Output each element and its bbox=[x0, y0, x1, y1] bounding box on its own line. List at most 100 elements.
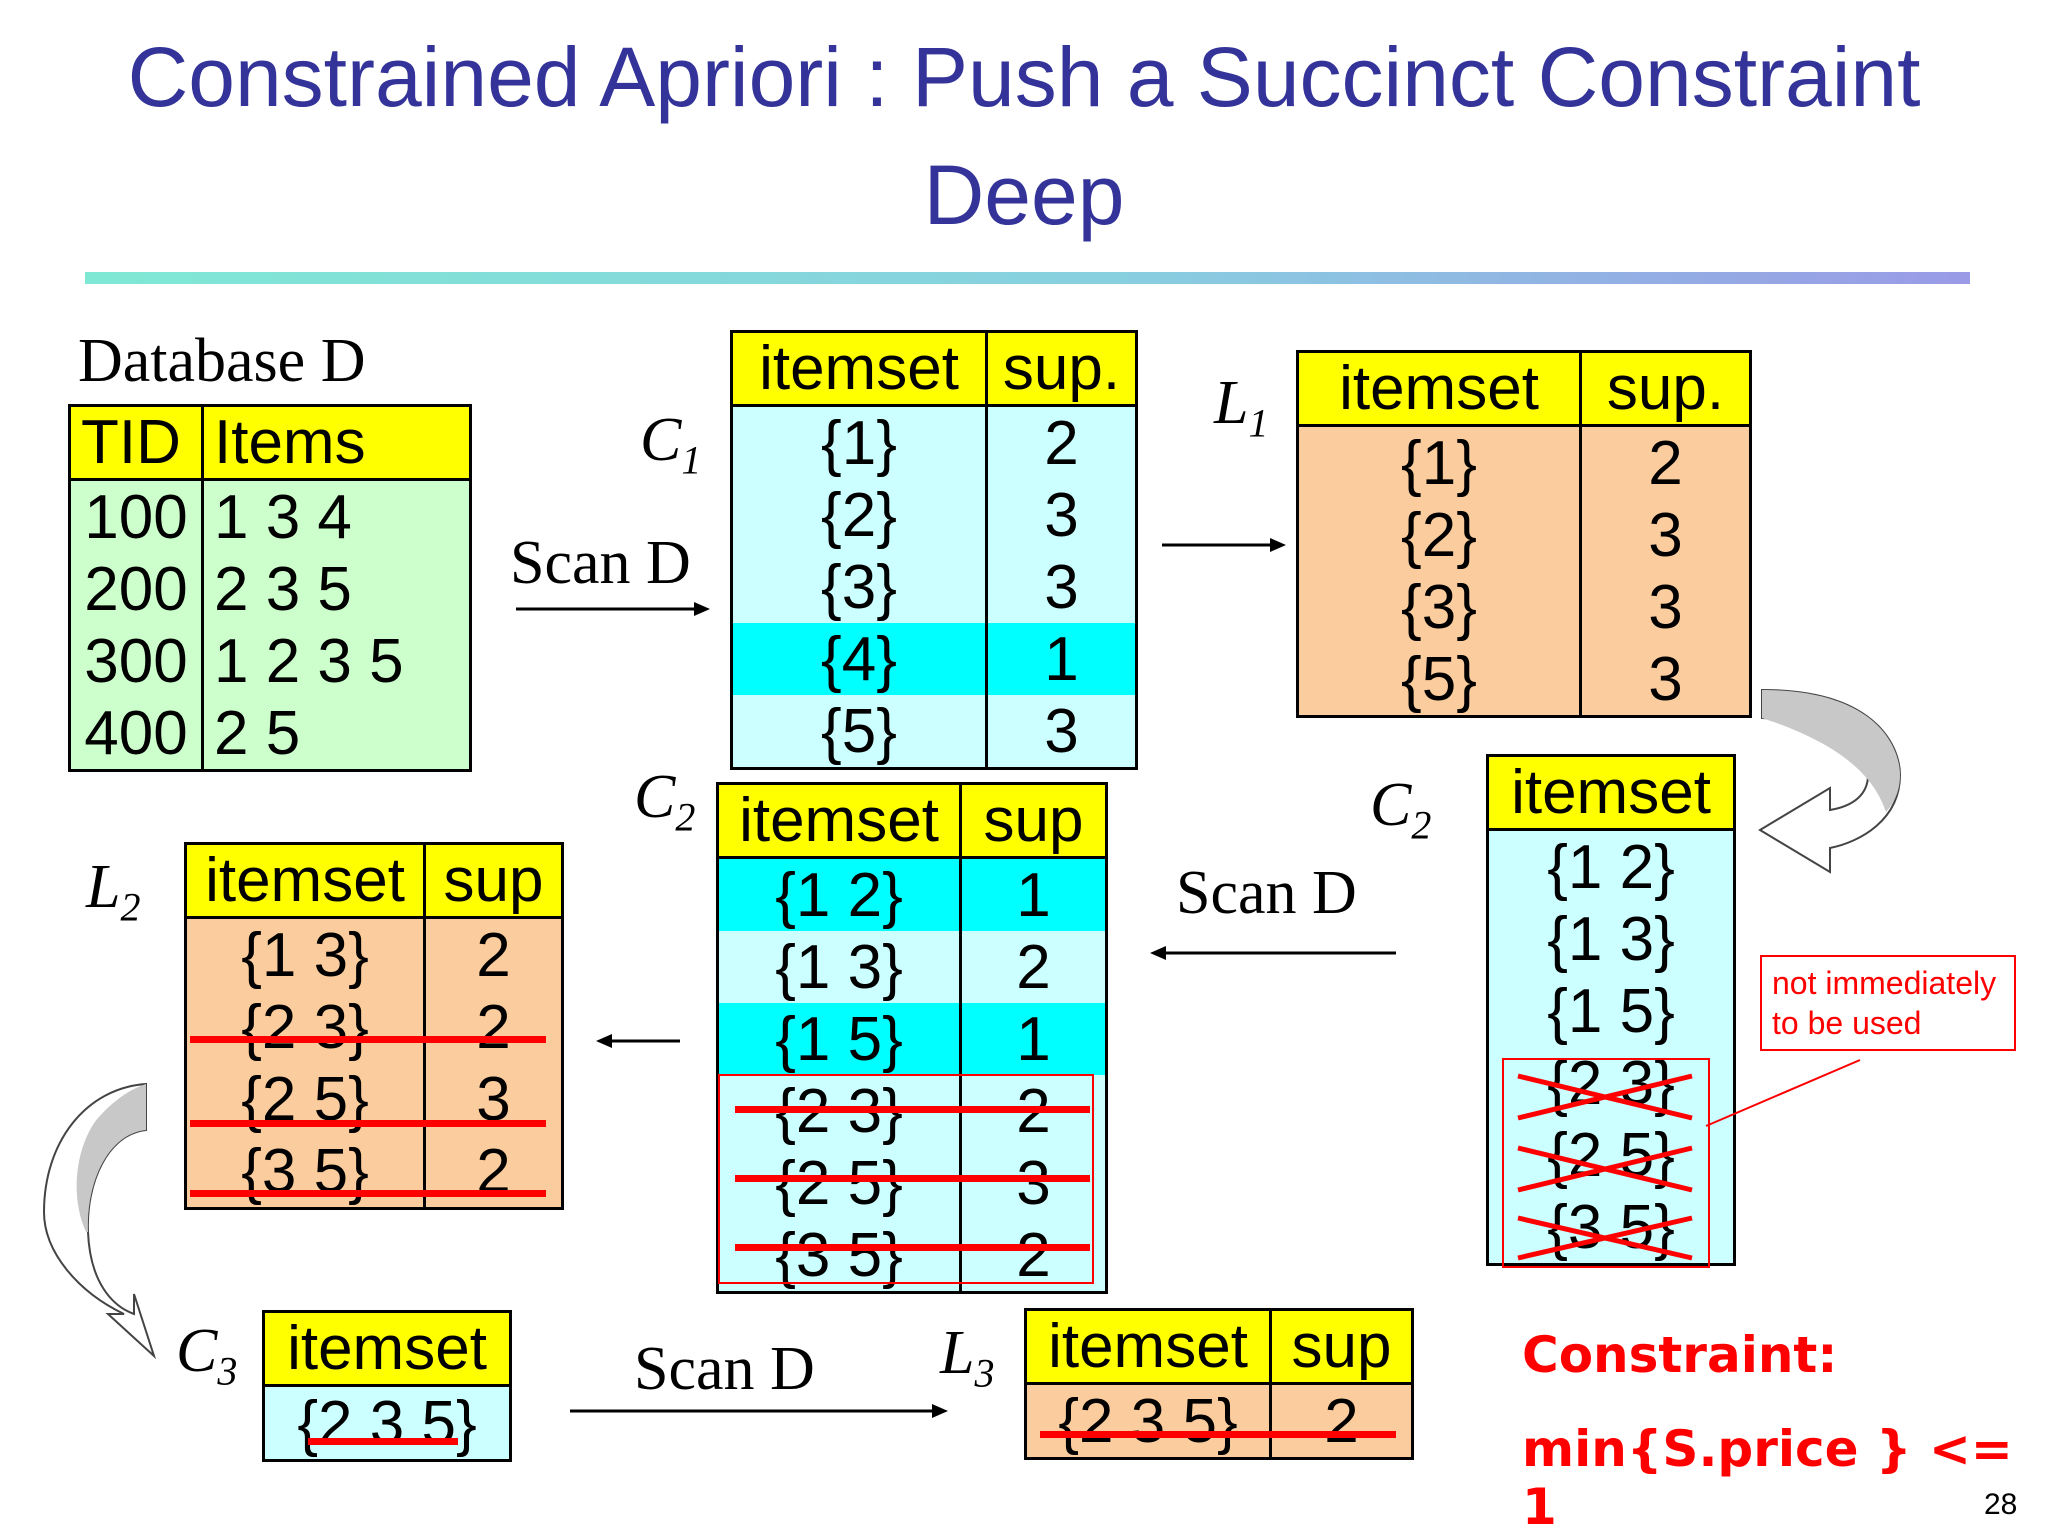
l1-header-itemset: itemset bbox=[1296, 350, 1582, 427]
table-row: 200 2 3 5 bbox=[68, 553, 472, 625]
strike-line bbox=[735, 1244, 1090, 1251]
table-row: {1 5} bbox=[1486, 975, 1736, 1047]
c1-header-sup: sup. bbox=[985, 330, 1138, 407]
table-row: {1 3}2 bbox=[184, 917, 564, 991]
support-cell: 3 bbox=[985, 551, 1138, 623]
db-header-items: Items bbox=[201, 404, 472, 481]
scan-label-1: Scan D bbox=[510, 529, 691, 597]
c2-mid-table: itemset sup {1 2}1 {1 3}2 {1 5}1 {2 3}2 … bbox=[716, 782, 1108, 1294]
itemset-cell: {2 3 5} bbox=[1024, 1383, 1272, 1460]
itemset-cell: {1 3} bbox=[184, 917, 426, 991]
support-cell: 3 bbox=[959, 1147, 1108, 1219]
itemset-cell: {5} bbox=[1296, 643, 1582, 718]
table-row: {1 3} bbox=[1486, 903, 1736, 975]
itemset-cell: {2 3 5} bbox=[262, 1385, 512, 1462]
callout-pointer bbox=[1705, 1059, 1861, 1127]
itemset-cell: {4} bbox=[730, 623, 988, 695]
support-cell: 1 bbox=[959, 857, 1108, 931]
strike-line bbox=[1040, 1431, 1396, 1438]
scan-label-2: Scan D bbox=[1176, 859, 1357, 927]
strike-line bbox=[190, 1036, 546, 1043]
c1-header-itemset: itemset bbox=[730, 330, 988, 407]
db-items: 2 5 bbox=[201, 697, 472, 772]
arrow-right-icon bbox=[1162, 538, 1286, 552]
db-items: 2 3 5 bbox=[201, 553, 472, 625]
title-line-2: Deep bbox=[923, 148, 1125, 242]
callout-note: not immediately to be used bbox=[1760, 955, 2016, 1051]
l2-header-itemset: itemset bbox=[184, 842, 426, 919]
itemset-cell: {1} bbox=[1296, 425, 1582, 499]
table-row: {5}3 bbox=[1296, 643, 1752, 718]
db-tid: 400 bbox=[68, 697, 204, 772]
db-items: 1 2 3 5 bbox=[201, 625, 472, 697]
c1-label: C1 bbox=[640, 406, 702, 483]
strike-line bbox=[308, 1438, 458, 1445]
l2-label: L2 bbox=[86, 853, 141, 930]
support-cell: 3 bbox=[1579, 571, 1752, 643]
itemset-cell: {1 5} bbox=[716, 1003, 962, 1075]
db-items: 1 3 4 bbox=[201, 479, 472, 553]
scan-label-3: Scan D bbox=[634, 1335, 815, 1403]
callout-line-1: not immediately bbox=[1772, 965, 1997, 1001]
c2-right-label: C2 bbox=[1370, 771, 1432, 848]
callout-line-2: to be used bbox=[1772, 1005, 1922, 1041]
itemset-cell: {2} bbox=[1296, 499, 1582, 571]
table-row-struck: {2 3 5}2 bbox=[1024, 1383, 1414, 1460]
support-cell: 2 bbox=[959, 931, 1108, 1003]
table-row: {2}3 bbox=[1296, 499, 1752, 571]
support-cell: 2 bbox=[1579, 425, 1752, 499]
arrow-left-icon bbox=[596, 1034, 680, 1048]
l3-label: L3 bbox=[940, 1319, 995, 1396]
table-row: 400 2 5 bbox=[68, 697, 472, 772]
support-cell: 2 bbox=[423, 917, 564, 991]
table-row-highlighted: {1 2}1 bbox=[716, 857, 1108, 931]
c2-mid-header-sup: sup bbox=[959, 782, 1108, 859]
table-row: {1}2 bbox=[730, 405, 1138, 479]
itemset-cell: {2 5} bbox=[716, 1147, 962, 1219]
c3-label: C3 bbox=[176, 1317, 238, 1394]
strike-line bbox=[190, 1120, 546, 1127]
table-row-highlighted: {4}1 bbox=[730, 623, 1138, 695]
c2-mid-label: C2 bbox=[634, 763, 696, 840]
arrow-right-icon bbox=[516, 602, 710, 616]
table-row: {1 2} bbox=[1486, 829, 1736, 903]
support-cell: 1 bbox=[959, 1003, 1108, 1075]
itemset-cell: {2} bbox=[730, 479, 988, 551]
constraint-heading: Constraint: bbox=[1522, 1326, 1838, 1384]
table-row: {1 3}2 bbox=[716, 931, 1108, 1003]
table-row-struck: {2 3}2 bbox=[184, 991, 564, 1063]
itemset-cell: {1 2} bbox=[716, 857, 962, 931]
db-tid: 200 bbox=[68, 553, 204, 625]
l3-header-sup: sup bbox=[1269, 1308, 1414, 1385]
slide-title: Constrained Apriori : Push a Succinct Co… bbox=[0, 18, 2048, 254]
table-row-struck: {2 3 5} bbox=[262, 1385, 512, 1462]
support-cell: 2 bbox=[985, 405, 1138, 479]
c1-table: itemset sup. {1}2 {2}3 {3}3 {4}1 {5}3 bbox=[730, 330, 1138, 770]
database-table: TID Items 100 1 3 4 200 2 3 5 300 1 2 3 … bbox=[68, 404, 472, 772]
support-cell: 3 bbox=[1579, 643, 1752, 718]
c2-right-header-itemset: itemset bbox=[1486, 754, 1736, 831]
itemset-cell: {1 2} bbox=[1486, 829, 1736, 903]
strike-line bbox=[190, 1190, 546, 1197]
db-tid: 300 bbox=[68, 625, 204, 697]
title-divider bbox=[85, 272, 1970, 284]
table-row: {3}3 bbox=[730, 551, 1138, 623]
itemset-cell: {5} bbox=[730, 695, 988, 770]
itemset-cell: {1} bbox=[730, 405, 988, 479]
table-row: 100 1 3 4 bbox=[68, 479, 472, 553]
table-row: {5}3 bbox=[730, 695, 1138, 770]
itemset-cell: {3} bbox=[1296, 571, 1582, 643]
l1-table: itemset sup. {1}2 {2}3 {3}3 {5}3 bbox=[1296, 350, 1752, 718]
support-cell: 2 bbox=[1269, 1383, 1414, 1460]
constraint-expression: min{S.price } <= 1 bbox=[1522, 1420, 2013, 1536]
itemset-cell: {1 3} bbox=[1486, 903, 1736, 975]
itemset-cell: {3 5} bbox=[184, 1135, 426, 1210]
itemset-cell: {3 5} bbox=[716, 1219, 962, 1294]
table-row-struck: {3 5}2 bbox=[184, 1135, 564, 1210]
c3-table: itemset {2 3 5} bbox=[262, 1310, 512, 1462]
support-cell: 2 bbox=[423, 1135, 564, 1210]
support-cell: 3 bbox=[985, 479, 1138, 551]
database-label: Database D bbox=[78, 327, 366, 395]
strike-line bbox=[735, 1175, 1090, 1182]
c3-header-itemset: itemset bbox=[262, 1310, 512, 1387]
